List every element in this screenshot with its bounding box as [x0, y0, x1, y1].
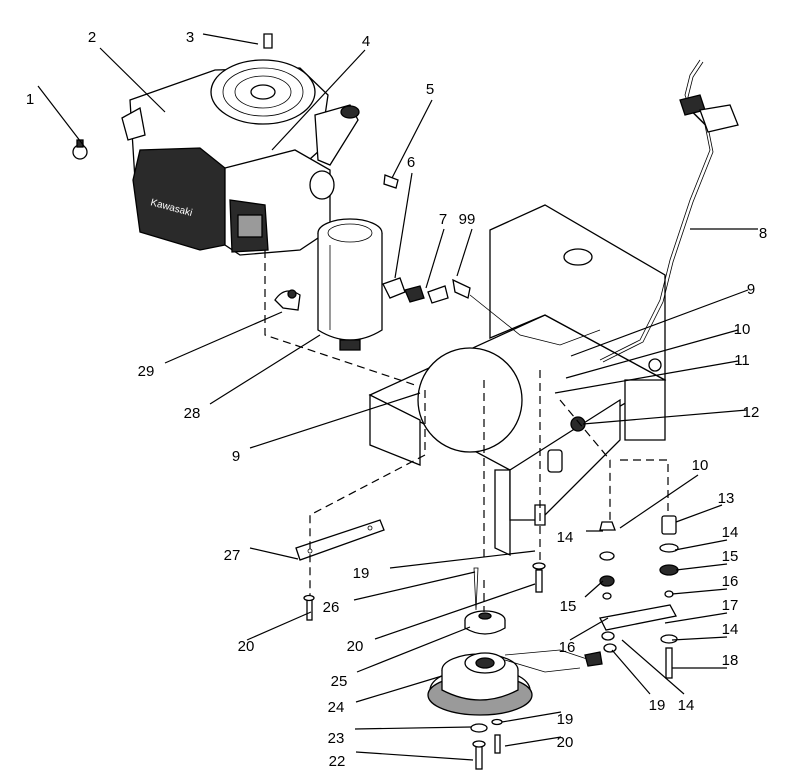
assembly-center-lines	[264, 250, 669, 612]
callout-leader-27	[249, 547, 299, 560]
callout-label-6: 6	[407, 154, 415, 171]
callout-label-15: 15	[722, 548, 739, 565]
muffler	[317, 218, 383, 351]
callout-leader-14	[671, 636, 728, 641]
callout-label-16: 16	[722, 573, 739, 590]
callout-label-10: 10	[692, 457, 709, 474]
callout-leader-19	[611, 649, 651, 695]
callout-label-20: 20	[557, 734, 574, 751]
callout-leader-12	[582, 409, 748, 425]
callout-label-3: 3	[186, 29, 194, 46]
callout-label-22: 22	[329, 753, 346, 770]
callout-label-14: 14	[722, 621, 739, 638]
callout-leader-14	[621, 639, 685, 695]
callout-leader-20	[504, 736, 562, 747]
callout-leader-20	[246, 611, 312, 641]
callout-label-25: 25	[331, 673, 348, 690]
callout-leader-28	[209, 334, 321, 405]
callout-label-18: 18	[722, 652, 739, 669]
center-hardware-stack	[599, 521, 617, 653]
callout-leader-15	[675, 563, 728, 571]
callout-label-24: 24	[328, 699, 345, 716]
callout-label-7: 7	[439, 211, 447, 228]
callout-leader-99	[456, 228, 473, 277]
callout-leader-23	[354, 726, 472, 730]
callout-leader-10	[619, 474, 699, 529]
callout-label-9: 9	[232, 448, 240, 465]
callout-leader-19	[501, 711, 562, 723]
engine: Kawasaki	[121, 59, 360, 256]
callout-leader-17	[664, 612, 728, 624]
callout-leader-22	[355, 751, 474, 761]
pto-clutch	[427, 610, 603, 716]
callout-leader-16	[671, 588, 728, 595]
callout-label-14: 14	[678, 697, 695, 714]
callout-leader-25	[356, 626, 471, 673]
callout-label-23: 23	[328, 730, 345, 747]
frame	[368, 204, 667, 557]
callout-leader-13	[675, 504, 723, 523]
callout-leader-9	[249, 392, 421, 449]
callout-leader-4	[271, 49, 366, 151]
callout-leader-11	[554, 360, 739, 394]
callout-leader-5	[391, 99, 433, 179]
callout-leader-14	[674, 539, 728, 551]
callout-label-14: 14	[557, 529, 574, 546]
wiring-harness	[469, 59, 739, 363]
callout-label-11: 11	[734, 352, 750, 369]
callout-label-16: 16	[559, 639, 576, 656]
callout-leader-29	[164, 311, 283, 364]
callout-leader-24	[355, 675, 443, 703]
callout-leader-1	[37, 85, 85, 147]
callout-label-13: 13	[718, 490, 735, 507]
callout-label-99: 99	[459, 211, 476, 228]
callout-label-8: 8	[759, 225, 767, 242]
callout-label-20: 20	[347, 638, 364, 655]
callout-leader-16	[569, 617, 609, 641]
callout-leader-26	[353, 571, 476, 601]
right-hardware-stack	[599, 515, 679, 679]
callout-label-1: 1	[26, 91, 34, 108]
callout-leader-6	[394, 172, 413, 279]
callout-label-14: 14	[722, 524, 739, 541]
fittings	[72, 33, 471, 304]
callout-label-10: 10	[734, 321, 751, 338]
callout-label-15: 15	[560, 598, 577, 615]
callout-leader-3	[202, 33, 259, 45]
bolts	[295, 519, 546, 770]
callout-label-26: 26	[323, 599, 340, 616]
callout-leader-15	[584, 580, 604, 598]
callout-label-29: 29	[138, 363, 155, 380]
callout-label-4: 4	[362, 33, 370, 50]
callout-label-17: 17	[722, 597, 739, 614]
callout-leader-19	[389, 550, 536, 569]
callout-leader-7	[425, 228, 445, 289]
callout-leader-20	[374, 583, 536, 640]
callout-label-5: 5	[426, 81, 434, 98]
muffler-clamp	[274, 289, 301, 311]
callout-label-20: 20	[238, 638, 255, 655]
callout-label-9: 9	[747, 281, 755, 298]
callout-label-19: 19	[353, 565, 370, 582]
callout-label-27: 27	[224, 547, 241, 564]
callout-leader-2	[99, 47, 166, 113]
callout-label-19: 19	[557, 711, 574, 728]
callout-leader-9	[570, 289, 749, 357]
callout-label-19: 19	[649, 697, 666, 714]
callout-leader-10	[565, 329, 739, 379]
callout-label-28: 28	[184, 405, 201, 422]
callout-label-12: 12	[743, 404, 760, 421]
callout-label-2: 2	[88, 29, 96, 46]
